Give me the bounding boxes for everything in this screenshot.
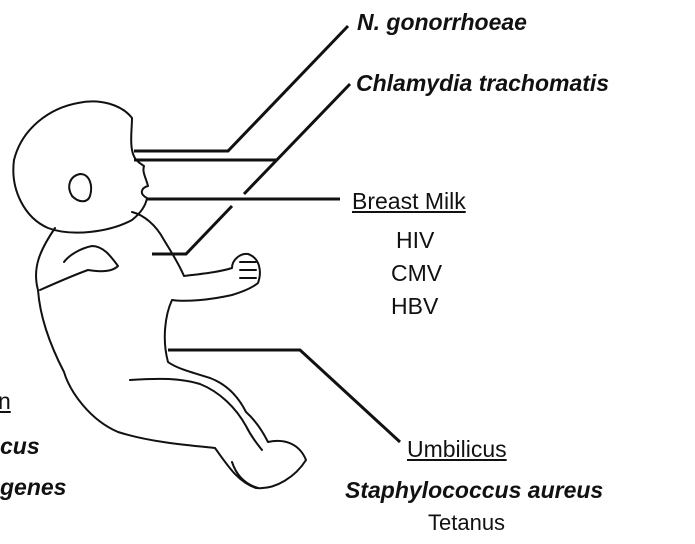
label-umbilicus: Umbilicus	[407, 436, 507, 463]
label-breast-milk: Breast Milk	[352, 188, 466, 215]
baby-head-outline	[13, 101, 148, 232]
chlamydia-pointer-lower	[152, 206, 232, 254]
label-left-partial-2: cus	[0, 433, 40, 460]
label-chlamydia-trachomatis: Chlamydia trachomatis	[356, 70, 609, 97]
umbilicus-pointer	[168, 350, 400, 442]
label-cmv: CMV	[391, 260, 442, 287]
label-tetanus: Tetanus	[428, 510, 505, 536]
label-staphylococcus-aureus: Staphylococcus aureus	[345, 477, 603, 504]
label-left-partial-1: n	[0, 388, 11, 415]
label-hbv: HBV	[391, 293, 438, 320]
label-hiv: HIV	[396, 227, 434, 254]
label-n-gonorrhoeae: N. gonorrhoeae	[357, 9, 527, 36]
baby-left-arm	[40, 246, 118, 290]
baby-fist-detail	[240, 262, 256, 278]
label-left-partial-3: genes	[0, 474, 66, 501]
gonorrhoeae-pointer	[134, 26, 348, 151]
chlamydia-pointer-diagonal	[244, 84, 350, 194]
baby-ear	[69, 174, 91, 201]
